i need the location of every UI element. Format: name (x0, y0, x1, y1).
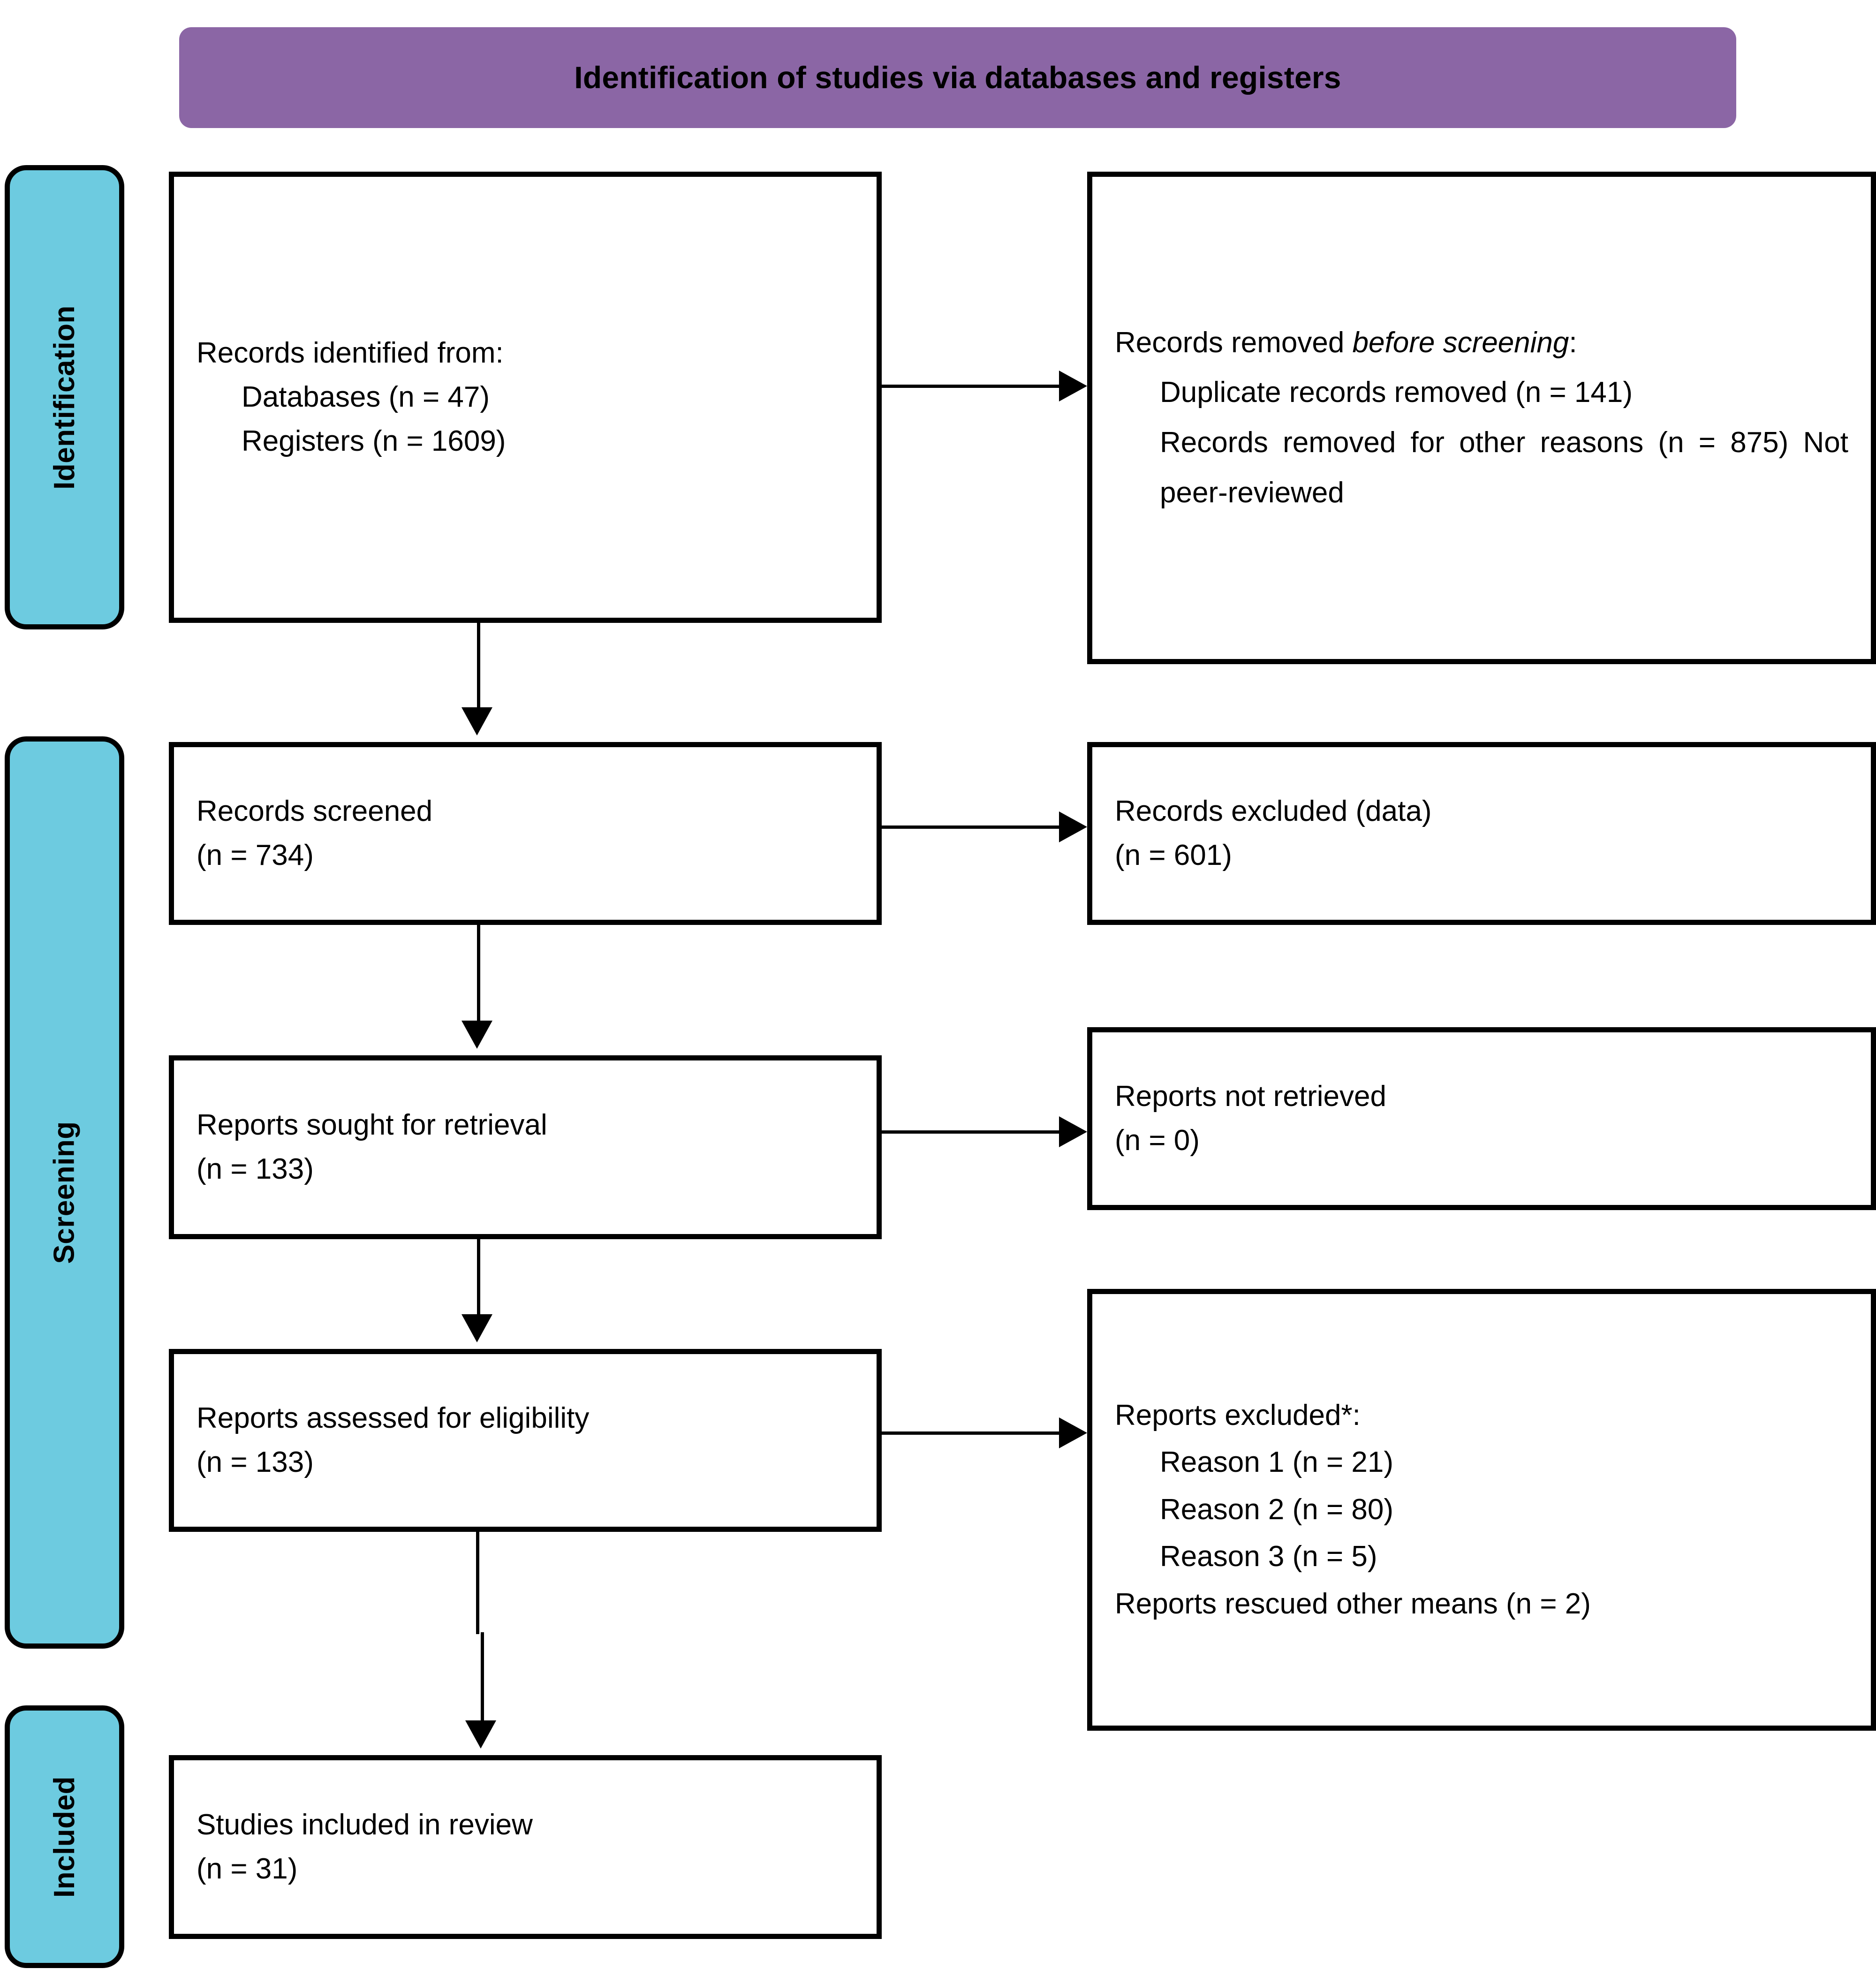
records-excluded-heading: Records excluded (data) (1115, 795, 1432, 827)
reports-excluded-reason-2: Reason 2 (n = 80) (1160, 1493, 1394, 1526)
box-reports-not-retrieved: Reports not retrieved (n = 0) (1087, 1027, 1876, 1210)
reports-not-retrieved-count: (n = 0) (1115, 1124, 1200, 1157)
records-removed-heading: Records removed before screening: (1115, 318, 1848, 368)
box-records-identified: Records identified from: Databases (n = … (169, 172, 882, 623)
arrow-down-icon (461, 1314, 492, 1342)
reports-excluded-reason-3: Reason 3 (n = 5) (1160, 1540, 1377, 1573)
connector-identified-to-removed (882, 385, 1069, 388)
stage-label-identification: Identification (5, 165, 124, 629)
studies-included-count: (n = 31) (197, 1853, 298, 1885)
arrow-right-icon (1059, 811, 1087, 842)
studies-included-heading: Studies included in review (197, 1808, 533, 1841)
connector-assessed-to-included-upper (476, 1532, 479, 1634)
connector-screened-to-excluded (882, 825, 1069, 829)
arrow-down-icon (461, 707, 492, 735)
reports-assessed-heading: Reports assessed for eligibility (197, 1401, 590, 1434)
arrow-right-icon (1059, 1417, 1087, 1448)
records-screened-count: (n = 734) (197, 839, 314, 871)
stage-label-screening: Screening (5, 736, 124, 1649)
box-reports-sought: Reports sought for retrieval (n = 133) (169, 1055, 882, 1239)
box-records-excluded: Records excluded (data) (n = 601) (1087, 742, 1876, 925)
arrow-down-icon (461, 1021, 492, 1049)
connector-sought-to-assessed (477, 1239, 480, 1322)
records-removed-duplicates: Duplicate records removed (n = 141) (1160, 376, 1633, 409)
records-excluded-count: (n = 601) (1115, 839, 1232, 871)
reports-excluded-heading: Reports excluded*: (1115, 1399, 1361, 1431)
reports-assessed-count: (n = 133) (197, 1446, 314, 1478)
records-removed-heading-plain: Records removed (1115, 326, 1353, 359)
records-removed-other: Records removed for other reasons (n = 8… (1160, 426, 1848, 509)
records-removed-heading-tail: : (1569, 326, 1577, 359)
box-studies-included: Studies included in review (n = 31) (169, 1755, 882, 1939)
records-identified-registers: Registers (n = 1609) (242, 425, 506, 458)
records-screened-heading: Records screened (197, 795, 433, 827)
connector-sought-to-not-retrieved (882, 1130, 1069, 1134)
connector-assessed-to-reports-excluded (882, 1431, 1069, 1435)
reports-not-retrieved-heading: Reports not retrieved (1115, 1080, 1386, 1113)
box-records-removed: Records removed before screening: Duplic… (1087, 172, 1876, 664)
reports-sought-heading: Reports sought for retrieval (197, 1108, 547, 1141)
stage-label-identification-text: Identification (48, 305, 81, 490)
reports-excluded-reason-1: Reason 1 (n = 21) (1160, 1446, 1394, 1479)
stage-label-included: Included (5, 1705, 124, 1968)
records-removed-heading-italic: before screening (1352, 326, 1569, 359)
connector-screened-to-sought (477, 925, 480, 1027)
box-reports-assessed: Reports assessed for eligibility (n = 13… (169, 1349, 882, 1532)
header-banner: Identification of studies via databases … (179, 27, 1736, 128)
records-identified-heading: Records identified from: (197, 336, 504, 369)
page-title: Identification of studies via databases … (574, 60, 1341, 95)
arrow-right-icon (1059, 1116, 1087, 1147)
arrow-right-icon (1059, 371, 1087, 401)
box-reports-excluded: Reports excluded*: Reason 1 (n = 21) Rea… (1087, 1289, 1876, 1731)
connector-assessed-to-included-lower (481, 1632, 484, 1727)
arrow-down-icon (465, 1720, 496, 1749)
stage-label-screening-text: Screening (48, 1121, 81, 1264)
reports-excluded-rescued: Reports rescued other means (n = 2) (1115, 1587, 1591, 1620)
connector-identified-to-screened (477, 623, 480, 715)
box-records-screened: Records screened (n = 734) (169, 742, 882, 925)
records-identified-databases: Databases (n = 47) (242, 380, 490, 413)
reports-sought-count: (n = 133) (197, 1153, 314, 1185)
stage-label-included-text: Included (48, 1776, 81, 1898)
